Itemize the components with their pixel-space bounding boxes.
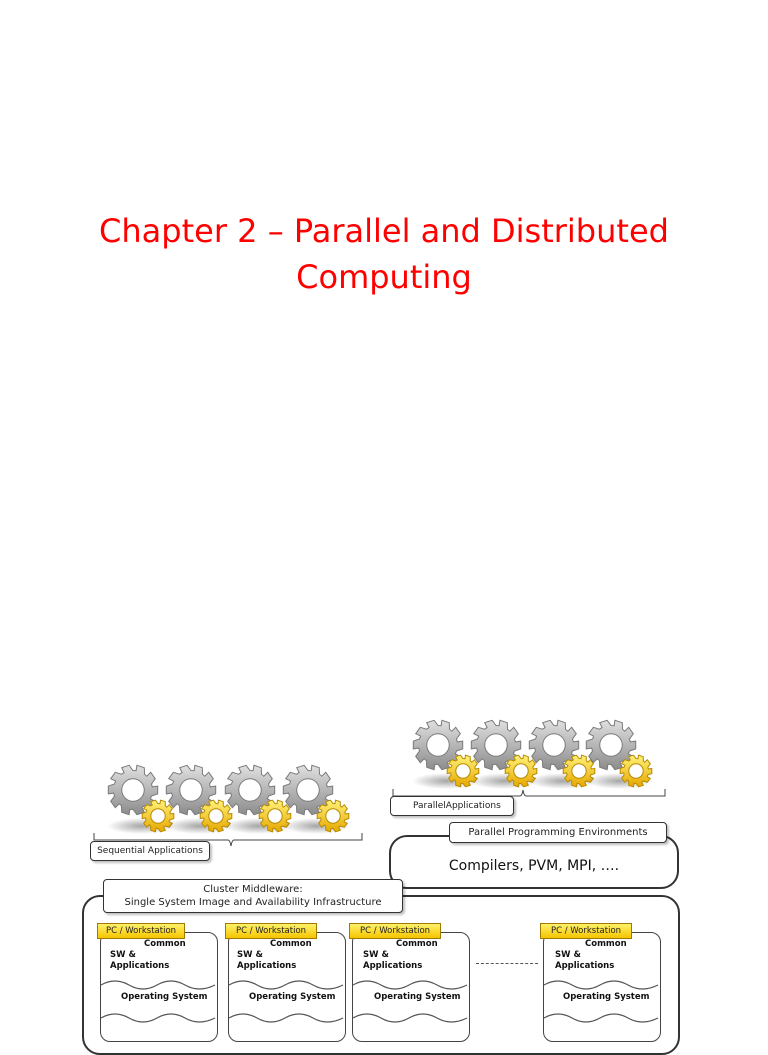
gear-icon [282, 764, 334, 816]
node-apps-line: Applications [237, 961, 297, 971]
slide-title: Chapter 2 – Parallel and Distributed Com… [0, 208, 768, 300]
node-apps-line: Applications [110, 961, 170, 971]
node-common-line: Common [144, 939, 186, 949]
more-nodes-dashes [476, 963, 538, 964]
node-common-software: Common SW & Applications [237, 939, 312, 972]
slide-title-line-1: Chapter 2 – Parallel and Distributed [99, 212, 669, 250]
node-operating-system: Operating System [249, 992, 336, 1002]
gear-icon [528, 719, 580, 771]
node-common-software: Common SW & Applications [555, 939, 627, 972]
node-common-line: Common [270, 939, 312, 949]
brace-lines [93, 789, 666, 847]
gear-icon [446, 754, 480, 788]
gear-icon [316, 799, 350, 833]
gear-icon [224, 764, 276, 816]
gear-icon [412, 719, 464, 771]
cluster-middleware-line-1: Cluster Middleware: [203, 884, 303, 895]
node-common-software: Common SW & Applications [110, 939, 186, 972]
cluster-middleware-label: Cluster Middleware: Single System Image … [103, 879, 403, 913]
workstation-badge: PC / Workstation [97, 923, 185, 939]
cluster-middleware-line-2: Single System Image and Availability Inf… [124, 897, 382, 908]
gear-icon [504, 754, 538, 788]
compilers-text: Compilers, PVM, MPI, …. [448, 858, 620, 874]
slide-title-line-2: Computing [296, 258, 472, 296]
gear-icon [470, 719, 522, 771]
node-common-line: Common [396, 939, 438, 949]
node-operating-system: Operating System [374, 992, 461, 1002]
gear-icon [165, 764, 217, 816]
node-sw-line: SW & [555, 950, 581, 960]
gear-icon [585, 719, 637, 771]
node-apps-line: Applications [555, 961, 615, 971]
gears-illustration [107, 719, 653, 834]
parallel-applications-label: ParallelApplications [390, 796, 514, 816]
parallel-programming-environments-label: Parallel Programming Environments [449, 822, 667, 843]
gear-icon [199, 799, 233, 833]
gear-icon [258, 799, 292, 833]
node-sw-line: SW & [110, 950, 136, 960]
node-common-software: Common SW & Applications [363, 939, 438, 972]
node-common-line: Common [585, 939, 627, 949]
node-sw-line: SW & [363, 950, 389, 960]
gear-icon [141, 799, 175, 833]
node-apps-line: Applications [363, 961, 423, 971]
workstation-badge: PC / Workstation [349, 923, 441, 939]
node-operating-system: Operating System [563, 992, 650, 1002]
workstation-badge: PC / Workstation [540, 923, 632, 939]
sequential-applications-label: Sequential Applications [90, 841, 210, 861]
gear-icon [619, 754, 653, 788]
gear-icon [107, 764, 159, 816]
node-operating-system: Operating System [121, 992, 208, 1002]
node-sw-line: SW & [237, 950, 263, 960]
workstation-badge: PC / Workstation [225, 923, 317, 939]
